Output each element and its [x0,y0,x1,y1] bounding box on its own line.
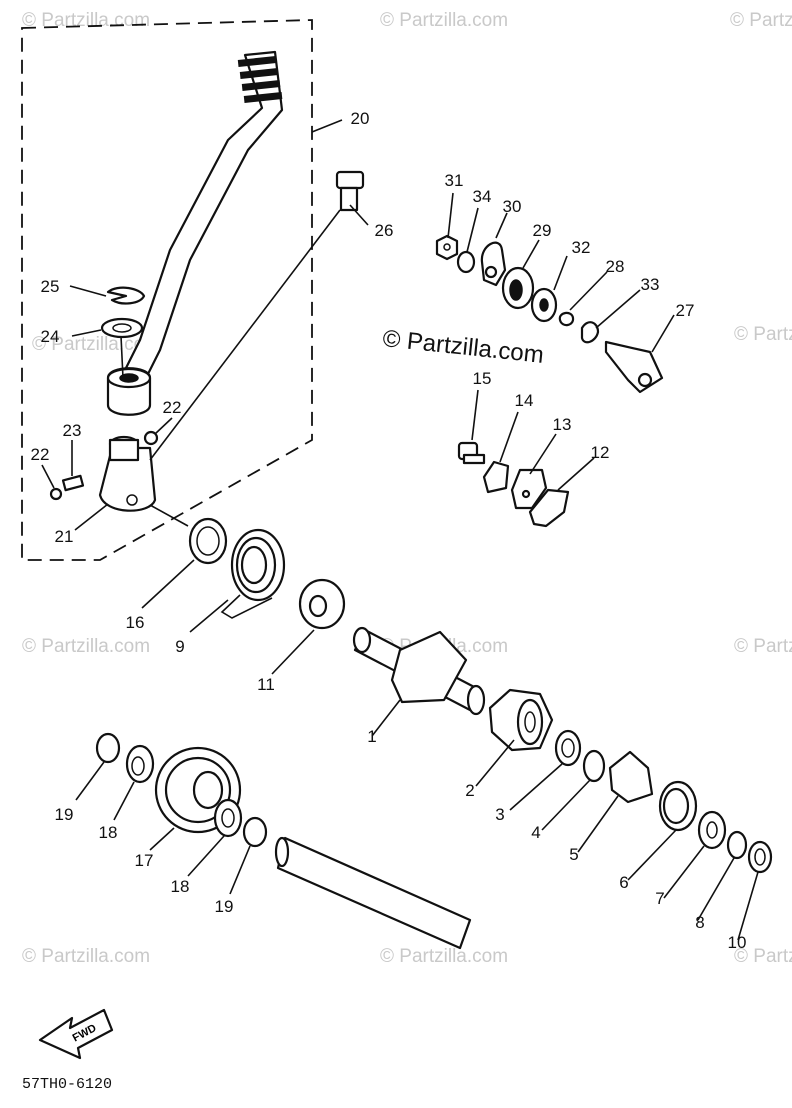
callout-label: 14 [515,391,534,410]
callout-label: 8 [695,913,704,932]
callout-label: 5 [569,845,578,864]
callout-label: 13 [553,415,572,434]
callout-label: 21 [55,527,74,546]
callout-label: 11 [257,675,275,694]
callout-label: 6 [619,873,628,892]
stopper-group [435,234,664,394]
idle-shaft [276,836,472,950]
callout-label: 18 [171,877,190,896]
right-side-parts [554,729,773,874]
plate-group [457,441,570,528]
callout-label: 19 [215,897,234,916]
callout-label: 2 [465,781,474,800]
watermark: © Partzilla.com [730,10,792,31]
callout-label: 25 [41,277,60,296]
main-watermark: © Partzilla.com [381,325,545,369]
watermark: © Partzilla.com [32,334,160,355]
idle-shaft-end [274,836,290,868]
watermark: © Partzilla.com [380,10,508,31]
callout-label: 3 [495,805,504,824]
callout-label: 16 [126,613,145,632]
callout-label: 7 [655,889,664,908]
diagram-code: 57TH0-6120 [22,1076,112,1093]
watermark: © Partzilla.com [22,946,150,967]
callout-label: 32 [572,238,591,257]
kick-axle [352,626,486,716]
callout-label: 12 [591,443,610,462]
callout-label: 33 [641,275,660,294]
watermark: © Partzilla.com [22,636,150,657]
callout-label: 30 [503,197,522,216]
callout-label: 9 [175,637,184,656]
torsion-spring-9 [220,528,286,619]
callout-label: 18 [99,823,118,842]
callout-label: 19 [55,805,74,824]
callout-label: 31 [445,171,464,190]
spring-23 [61,474,85,492]
callout-label: 27 [676,301,695,320]
watermark: © Partzilla.com [380,946,508,967]
callout-label: 23 [63,421,82,440]
callout-label: 26 [375,221,394,240]
callout-label: 15 [473,369,492,388]
e-clip-25 [106,286,146,305]
kick-lever [106,50,284,416]
watermark: © Partzilla.com [734,636,792,657]
callout-label: 28 [606,257,625,276]
leaders-left [41,119,369,531]
kick-gear-2 [488,688,554,752]
watermark: © Partzilla.com [734,946,792,967]
callout-label: 34 [473,187,492,206]
washer-11 [298,578,346,630]
callout-label: 17 [135,851,154,870]
fwd-arrow: FWD [38,1008,114,1060]
callout-label: 24 [41,327,60,346]
callout-labels: 20 26 31 34 30 29 32 28 33 27 25 24 22 2… [31,109,747,952]
callout-label: 29 [533,221,552,240]
watermark: © Partzilla.com [22,10,150,31]
oil-seal-16 [188,517,228,565]
callout-label: 22 [31,445,50,464]
ball-22 [143,430,159,446]
callout-label: 22 [163,398,182,417]
callout-label: 1 [367,727,376,746]
kick-boss [98,435,157,512]
watermark: © Partzilla.com [734,324,792,345]
callout-label: 4 [531,823,540,842]
idle-gear-group [95,732,268,848]
callout-label: 20 [351,109,370,128]
ball-22 [49,487,63,501]
callout-label: 10 [728,933,747,952]
bolt-26 [335,170,365,212]
